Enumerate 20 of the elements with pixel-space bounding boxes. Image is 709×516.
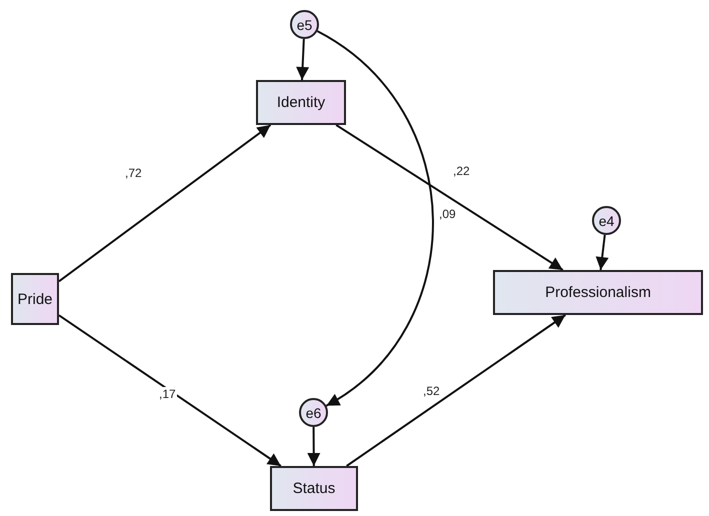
error-term-circle: e5 bbox=[290, 10, 319, 39]
path-arrow bbox=[596, 234, 609, 270]
path-coefficient: ,52 bbox=[422, 384, 441, 398]
path-coefficient: ,17 bbox=[158, 387, 177, 401]
path-coefficient: ,09 bbox=[438, 207, 457, 221]
variable-box: Professionalism bbox=[493, 270, 703, 315]
variable-box: Pride bbox=[11, 273, 59, 325]
variable-box: Status bbox=[270, 466, 358, 511]
error-term-circle: e6 bbox=[299, 398, 328, 427]
error-term-circle: e4 bbox=[592, 206, 621, 235]
path-arrow bbox=[58, 314, 282, 467]
covariance-arrow bbox=[316, 30, 434, 407]
variable-box: Identity bbox=[256, 80, 346, 125]
path-coefficient: ,72 bbox=[124, 166, 143, 180]
path-coefficient: ,22 bbox=[452, 164, 471, 178]
path-arrow bbox=[296, 38, 310, 80]
path-arrow bbox=[336, 124, 564, 271]
path-arrow bbox=[307, 427, 320, 466]
path-arrow bbox=[346, 314, 566, 467]
path-arrow bbox=[58, 124, 272, 282]
